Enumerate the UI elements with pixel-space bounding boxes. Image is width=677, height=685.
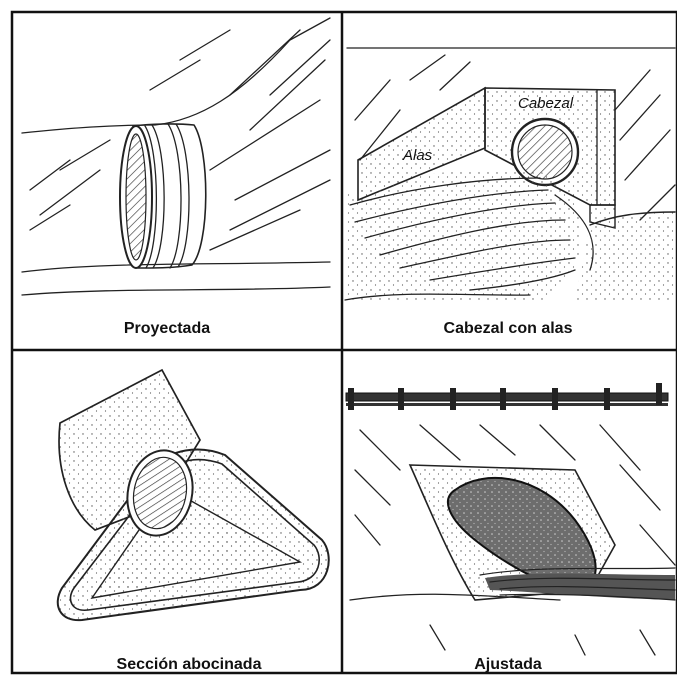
panel-projecting: Proyectada xyxy=(22,18,330,337)
panel-mitered: Ajustada xyxy=(346,383,675,673)
projecting-pipe xyxy=(120,124,206,268)
panel-flared-end-section: Sección abocinada xyxy=(58,370,329,673)
caption-mitered: Ajustada xyxy=(474,656,542,673)
label-wings: Alas xyxy=(402,147,433,164)
caption-projecting: Proyectada xyxy=(124,320,210,337)
label-headwall: Cabezal xyxy=(518,95,574,112)
guardrail xyxy=(346,383,668,410)
panel-headwall-wings: Cabezal Alas Cabezal con alas xyxy=(345,48,675,337)
caption-headwall-wings: Cabezal con alas xyxy=(444,320,573,337)
caption-flared-end-section: Sección abocinada xyxy=(117,656,262,673)
channel-flow xyxy=(345,170,675,300)
